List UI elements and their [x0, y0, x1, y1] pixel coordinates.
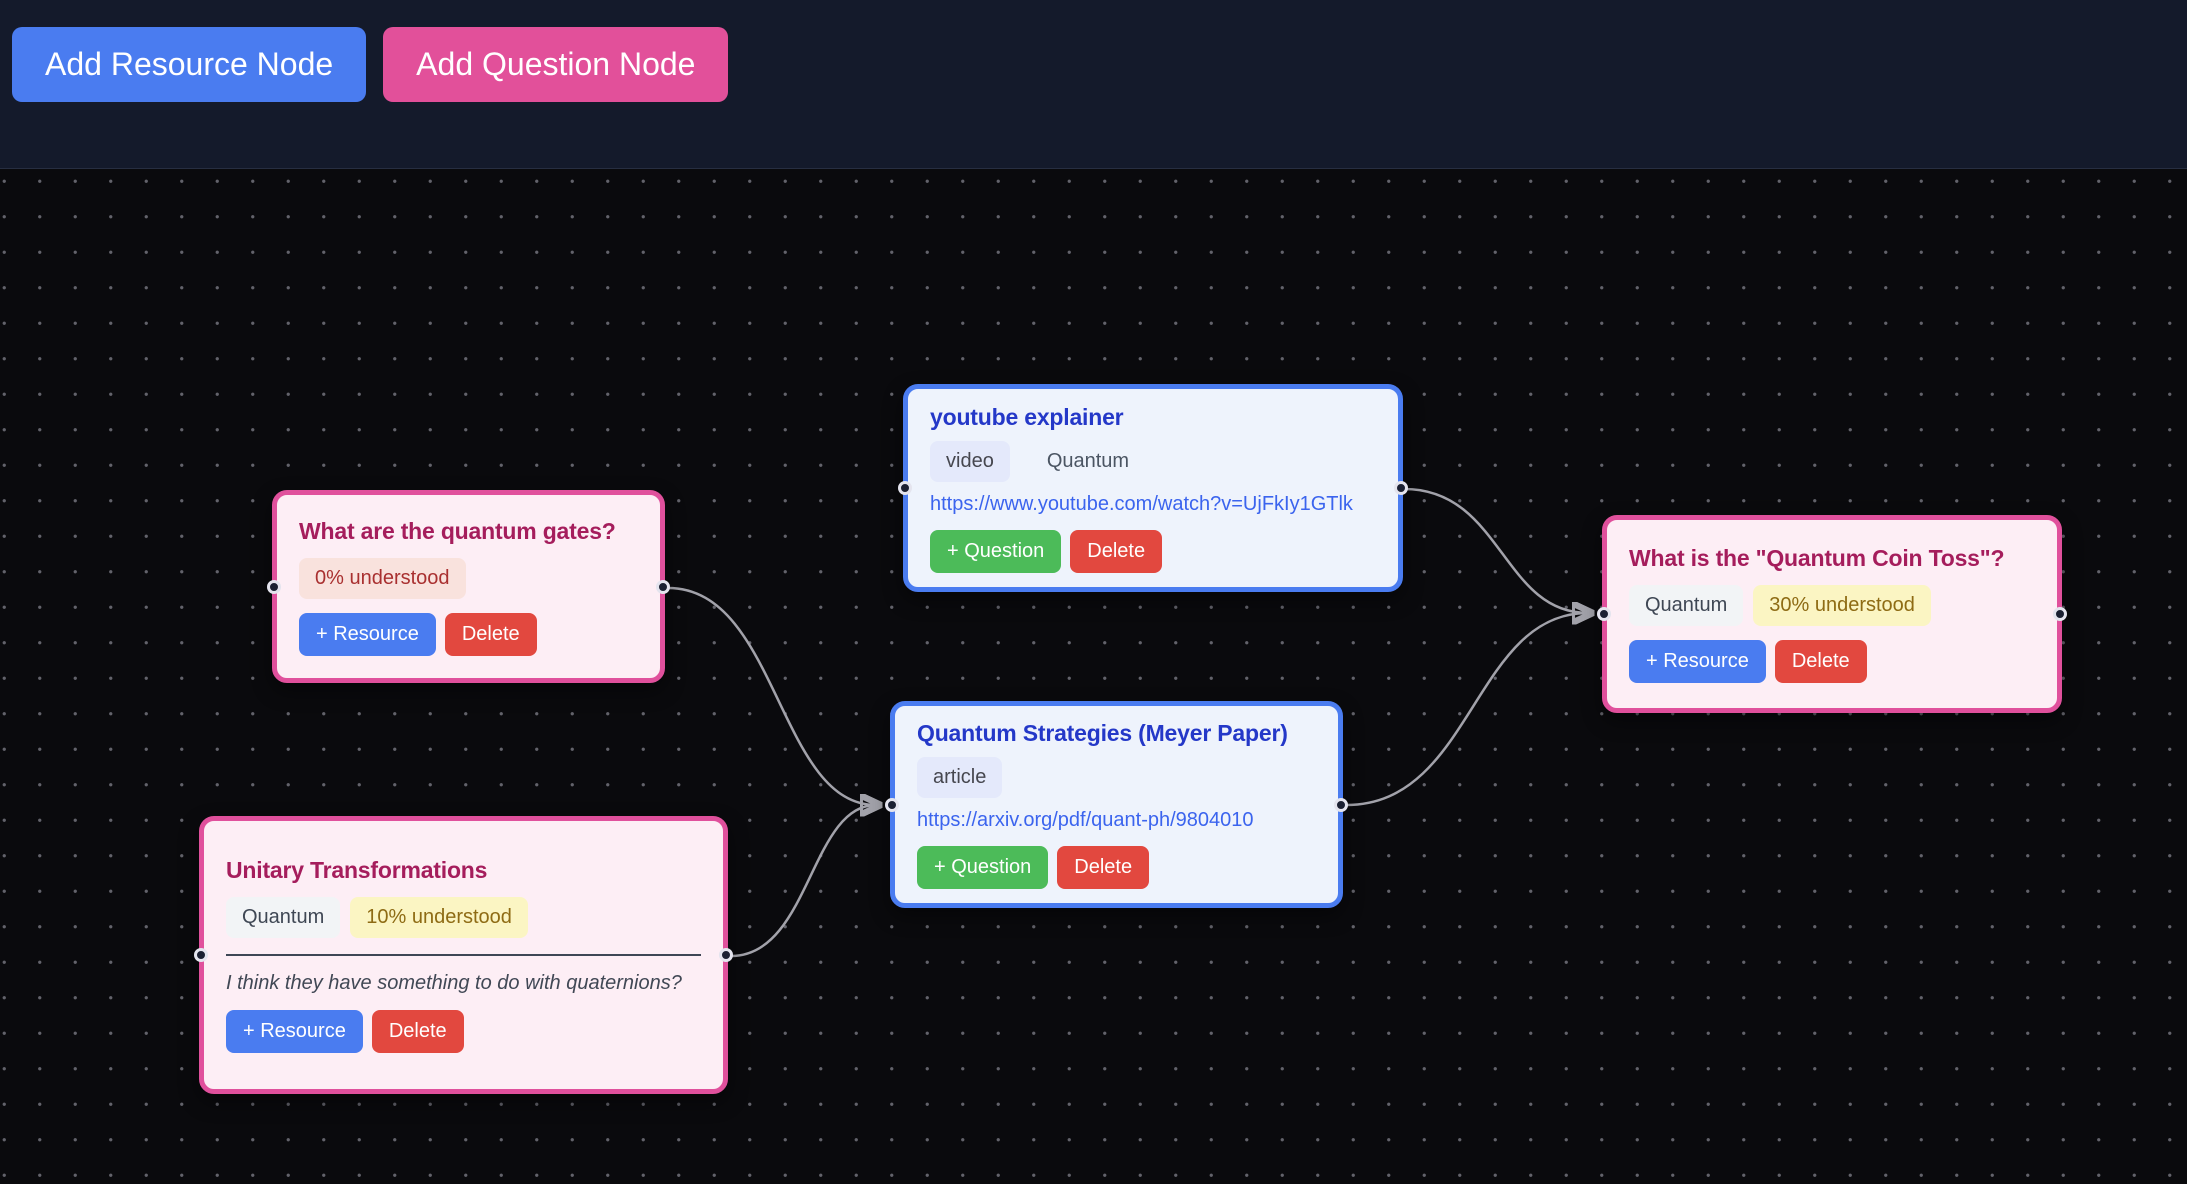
target-handle[interactable]: [1597, 607, 1611, 621]
target-handle[interactable]: [898, 481, 912, 495]
node-title: What are the quantum gates?: [299, 517, 616, 544]
question-node-gates[interactable]: What are the quantum gates? 0% understoo…: [267, 490, 670, 683]
topic-badge: Quantum: [1629, 585, 1744, 626]
node-title: Unitary Transformations: [226, 856, 488, 883]
edge-gates-to-meyer[interactable]: [667, 586, 876, 805]
understood-badge: 10% understood: [350, 896, 528, 938]
delete-button[interactable]: Delete: [371, 1010, 464, 1054]
edge-meyer-to-cointoss[interactable]: [1345, 613, 1588, 807]
node-title: youtube explainer: [930, 403, 1124, 430]
resource-node-meyer[interactable]: Quantum Strategies (Meyer Paper) article…: [885, 701, 1348, 908]
resource-node-youtube[interactable]: youtube explainer video Quantum https://…: [898, 384, 1408, 592]
understood-badge: 0% understood: [299, 557, 466, 599]
add-resource-button[interactable]: + Resource: [299, 612, 436, 656]
toolbar: Add Resource Node Add Question Node: [0, 0, 2187, 169]
add-resource-button[interactable]: + Resource: [226, 1010, 363, 1054]
add-resource-button[interactable]: + Resource: [1629, 640, 1766, 683]
delete-button[interactable]: Delete: [1070, 529, 1163, 573]
target-handle[interactable]: [885, 797, 899, 812]
understood-badge: 30% understood: [1753, 585, 1931, 626]
topic-badge: Quantum: [226, 896, 341, 938]
question-node-unitary[interactable]: Unitary Transformations Quantum 10% unde…: [194, 816, 733, 1094]
delete-button[interactable]: Delete: [1057, 846, 1150, 889]
delete-button[interactable]: Delete: [444, 612, 537, 656]
source-handle[interactable]: [656, 579, 670, 594]
add-question-button[interactable]: + Question: [917, 846, 1049, 889]
resource-type-badge: video: [930, 440, 1010, 482]
delete-button[interactable]: Delete: [1774, 640, 1867, 683]
source-handle[interactable]: [1334, 797, 1348, 812]
add-question-button[interactable]: + Question: [930, 529, 1062, 573]
resource-type-badge: article: [917, 757, 1003, 798]
add-resource-node-button[interactable]: Add Resource Node: [12, 27, 367, 102]
source-handle[interactable]: [1394, 481, 1408, 495]
resource-url-link[interactable]: https://arxiv.org/pdf/quant-ph/9804010: [917, 809, 1254, 831]
add-question-node-button[interactable]: Add Question Node: [383, 27, 729, 102]
resource-url-link[interactable]: https://www.youtube.com/watch?v=UjFkIy1G…: [930, 492, 1353, 515]
question-node-coin-toss[interactable]: What is the "Quantum Coin Toss"? Quantum…: [1597, 515, 2067, 713]
node-title: What is the "Quantum Coin Toss"?: [1629, 545, 2005, 571]
target-handle[interactable]: [267, 579, 281, 594]
node-title: Quantum Strategies (Meyer Paper): [917, 720, 1288, 746]
edges-layer: [667, 487, 2187, 958]
source-handle[interactable]: [719, 948, 733, 962]
target-handle[interactable]: [194, 948, 208, 962]
note-text: I think they have something to do with q…: [226, 971, 682, 994]
graph-canvas[interactable]: What are the quantum gates? 0% understoo…: [0, 169, 2187, 1184]
note-divider: [226, 953, 701, 956]
source-handle[interactable]: [2053, 607, 2067, 621]
topic-label: Quantum: [1046, 449, 1130, 472]
edge-unitary-to-meyer[interactable]: [730, 805, 876, 958]
edge-youtube-to-cointoss[interactable]: [1403, 487, 1588, 613]
